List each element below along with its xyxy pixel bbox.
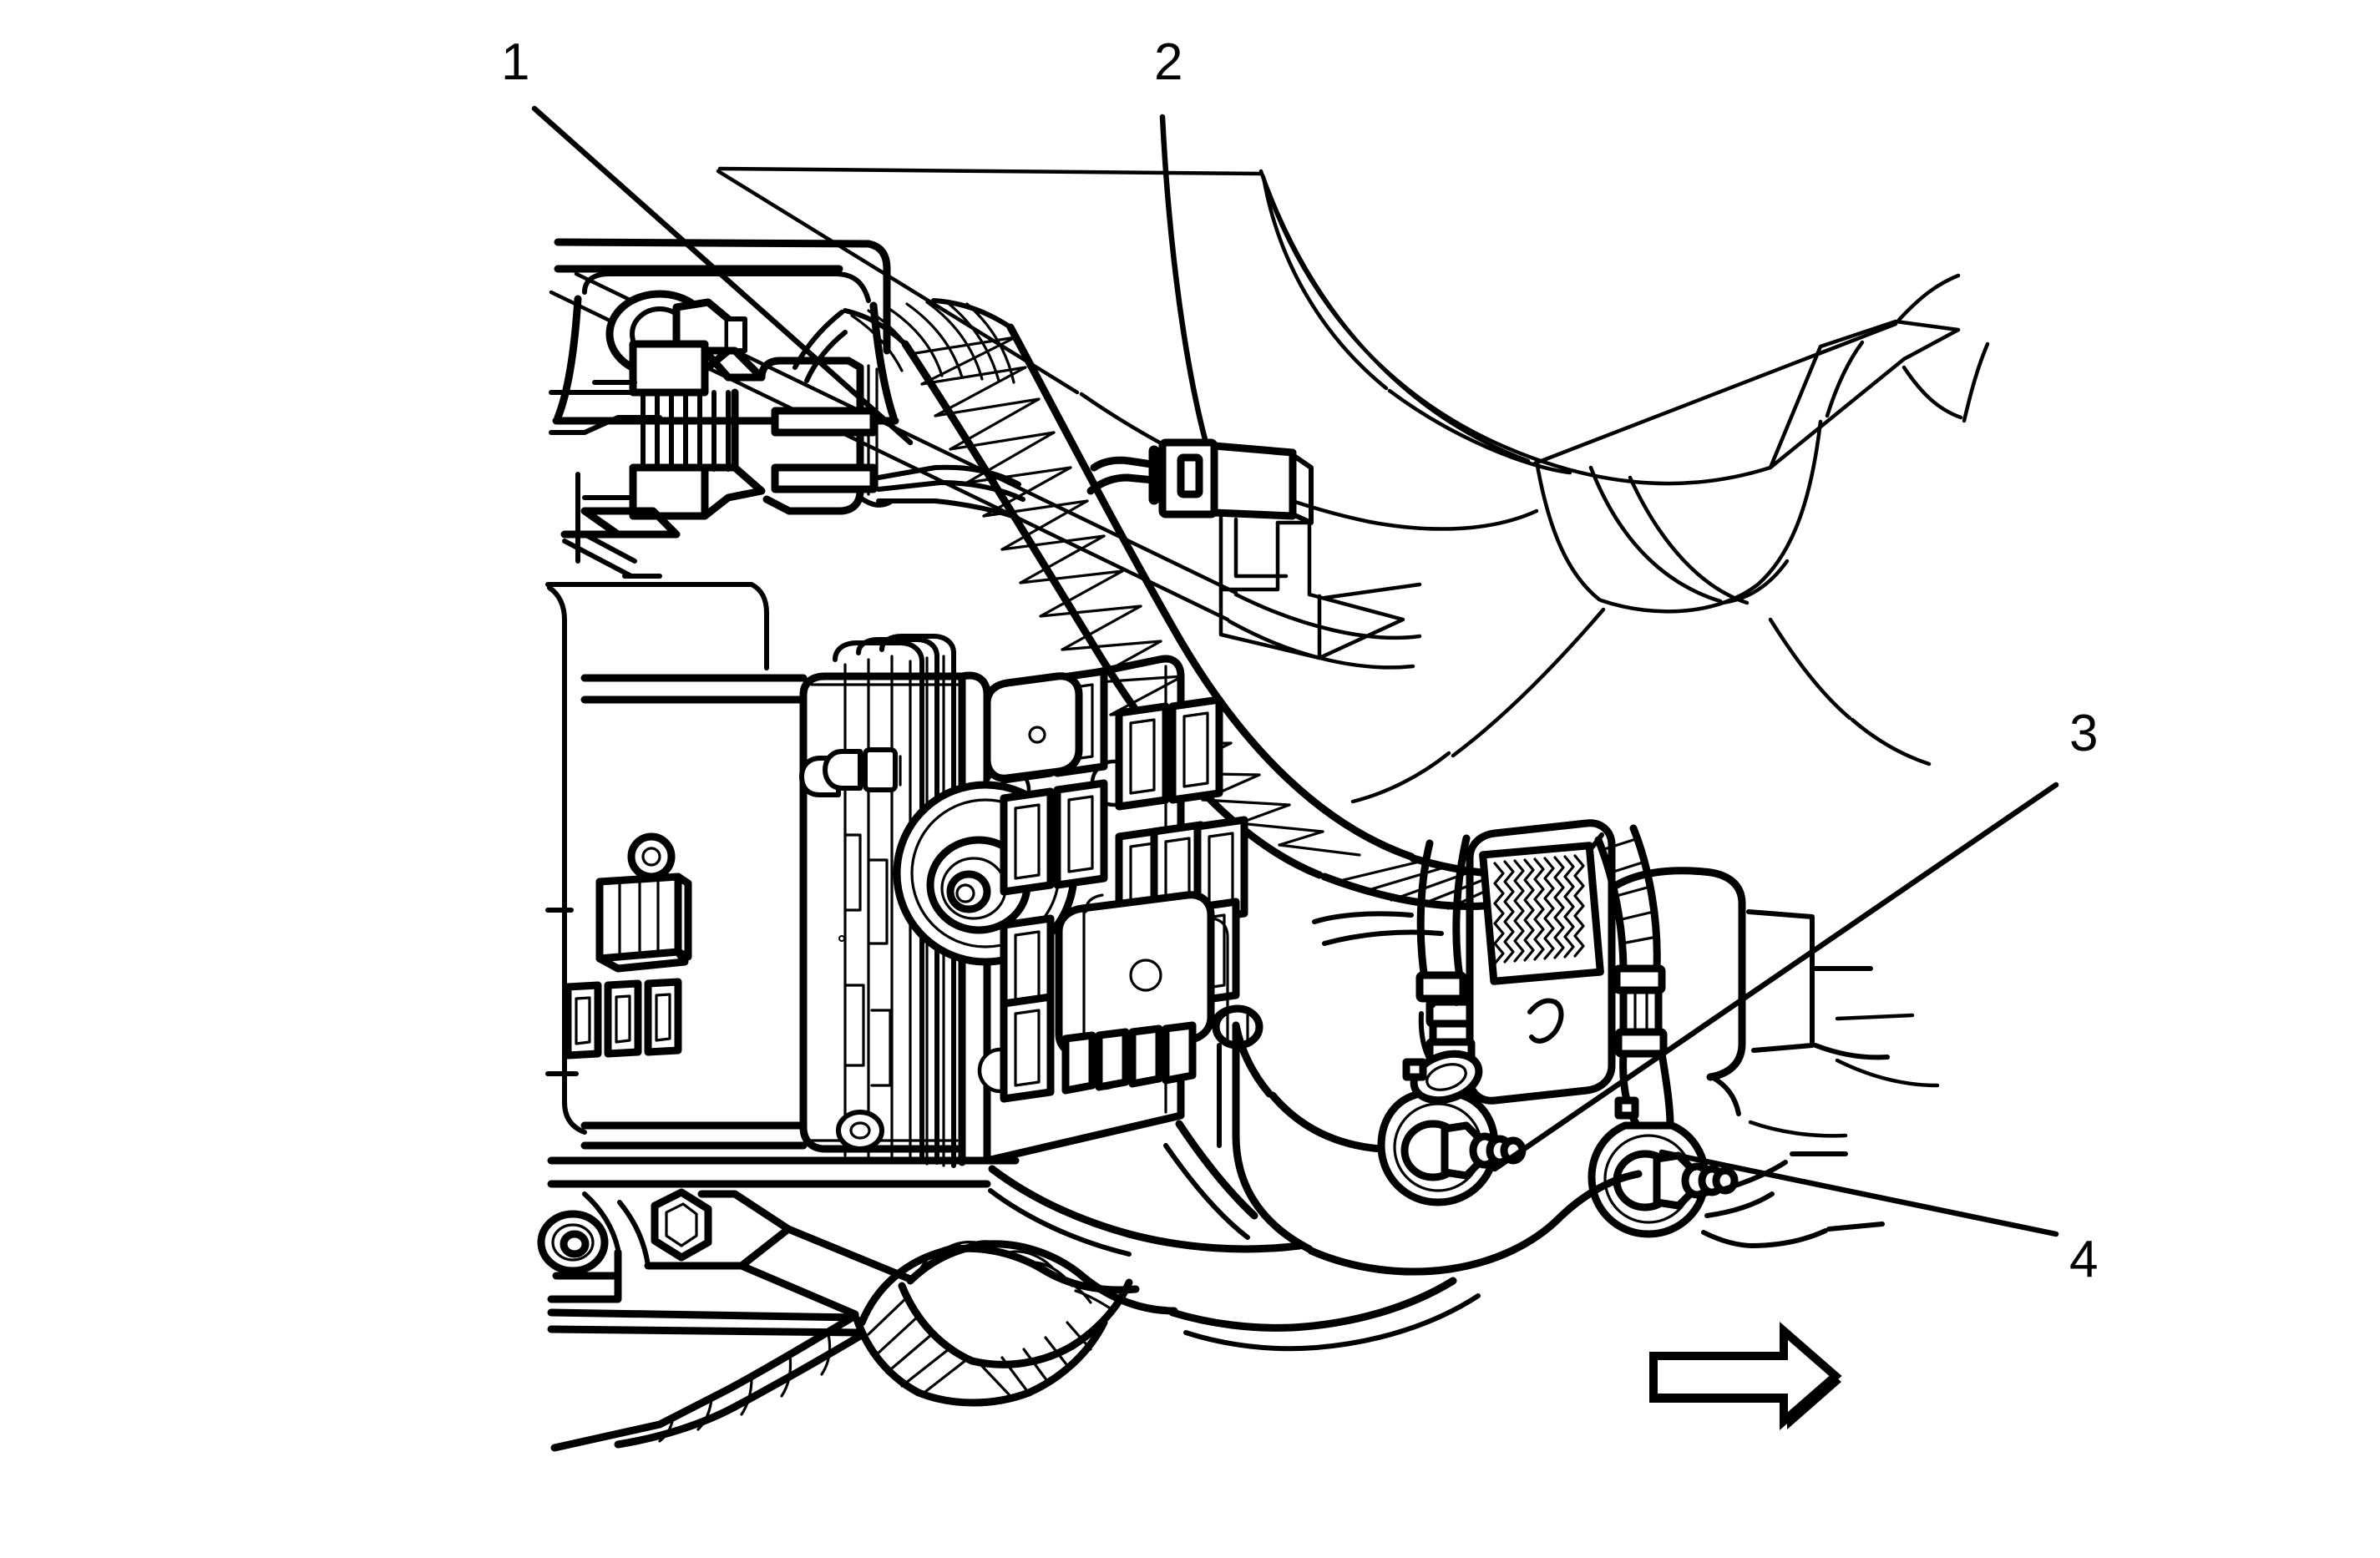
leader-line-3	[1491, 782, 2059, 1172]
corrugated-boot	[550, 1240, 1178, 1452]
connector-wire-pins	[641, 390, 731, 472]
callout-leader-lines	[531, 105, 2059, 1237]
lower-subframe	[537, 1156, 1020, 1337]
inline-electrical-connector	[1086, 438, 1422, 660]
callout-label-2[interactable]: 2	[1154, 33, 1183, 91]
battery-cable-junction-module	[1466, 819, 1616, 1105]
cowl-beam	[716, 166, 1572, 531]
fender-inner-panel	[1258, 169, 1990, 804]
auxiliary-relay-stack	[545, 832, 692, 1076]
relay-block-mid	[983, 672, 1083, 782]
electrical-center-housing	[545, 582, 769, 1135]
leader-line-4	[1658, 1149, 2059, 1237]
transmission-housing	[988, 1120, 1481, 1352]
underhood-fuse-relay-block	[580, 634, 1263, 1168]
harness-connector-upper-left	[549, 340, 766, 579]
cable-wrap	[1600, 837, 1658, 945]
connector-housing-right	[757, 357, 1025, 520]
mesh-texture	[1493, 854, 1585, 965]
leader-line-1	[531, 105, 914, 446]
harness-wire-fan	[850, 301, 1015, 384]
callout-label-1[interactable]: 1	[501, 33, 530, 91]
relay-pins	[1061, 1021, 1197, 1095]
callout-label-3[interactable]: 3	[2069, 705, 2099, 762]
positive-battery-cable	[1377, 834, 1527, 1206]
boot-cone-ribs	[867, 1294, 1092, 1396]
engine-block-contour	[1217, 867, 1940, 1276]
callout-label-4[interactable]: 4	[2069, 1231, 2099, 1288]
forward-direction-arrow	[1649, 1322, 1842, 1430]
leader-line-2	[1159, 114, 1209, 446]
relay-block-lower	[1055, 891, 1263, 1095]
boot-ribs	[917, 1240, 1116, 1313]
tip-ribs	[658, 1333, 832, 1443]
